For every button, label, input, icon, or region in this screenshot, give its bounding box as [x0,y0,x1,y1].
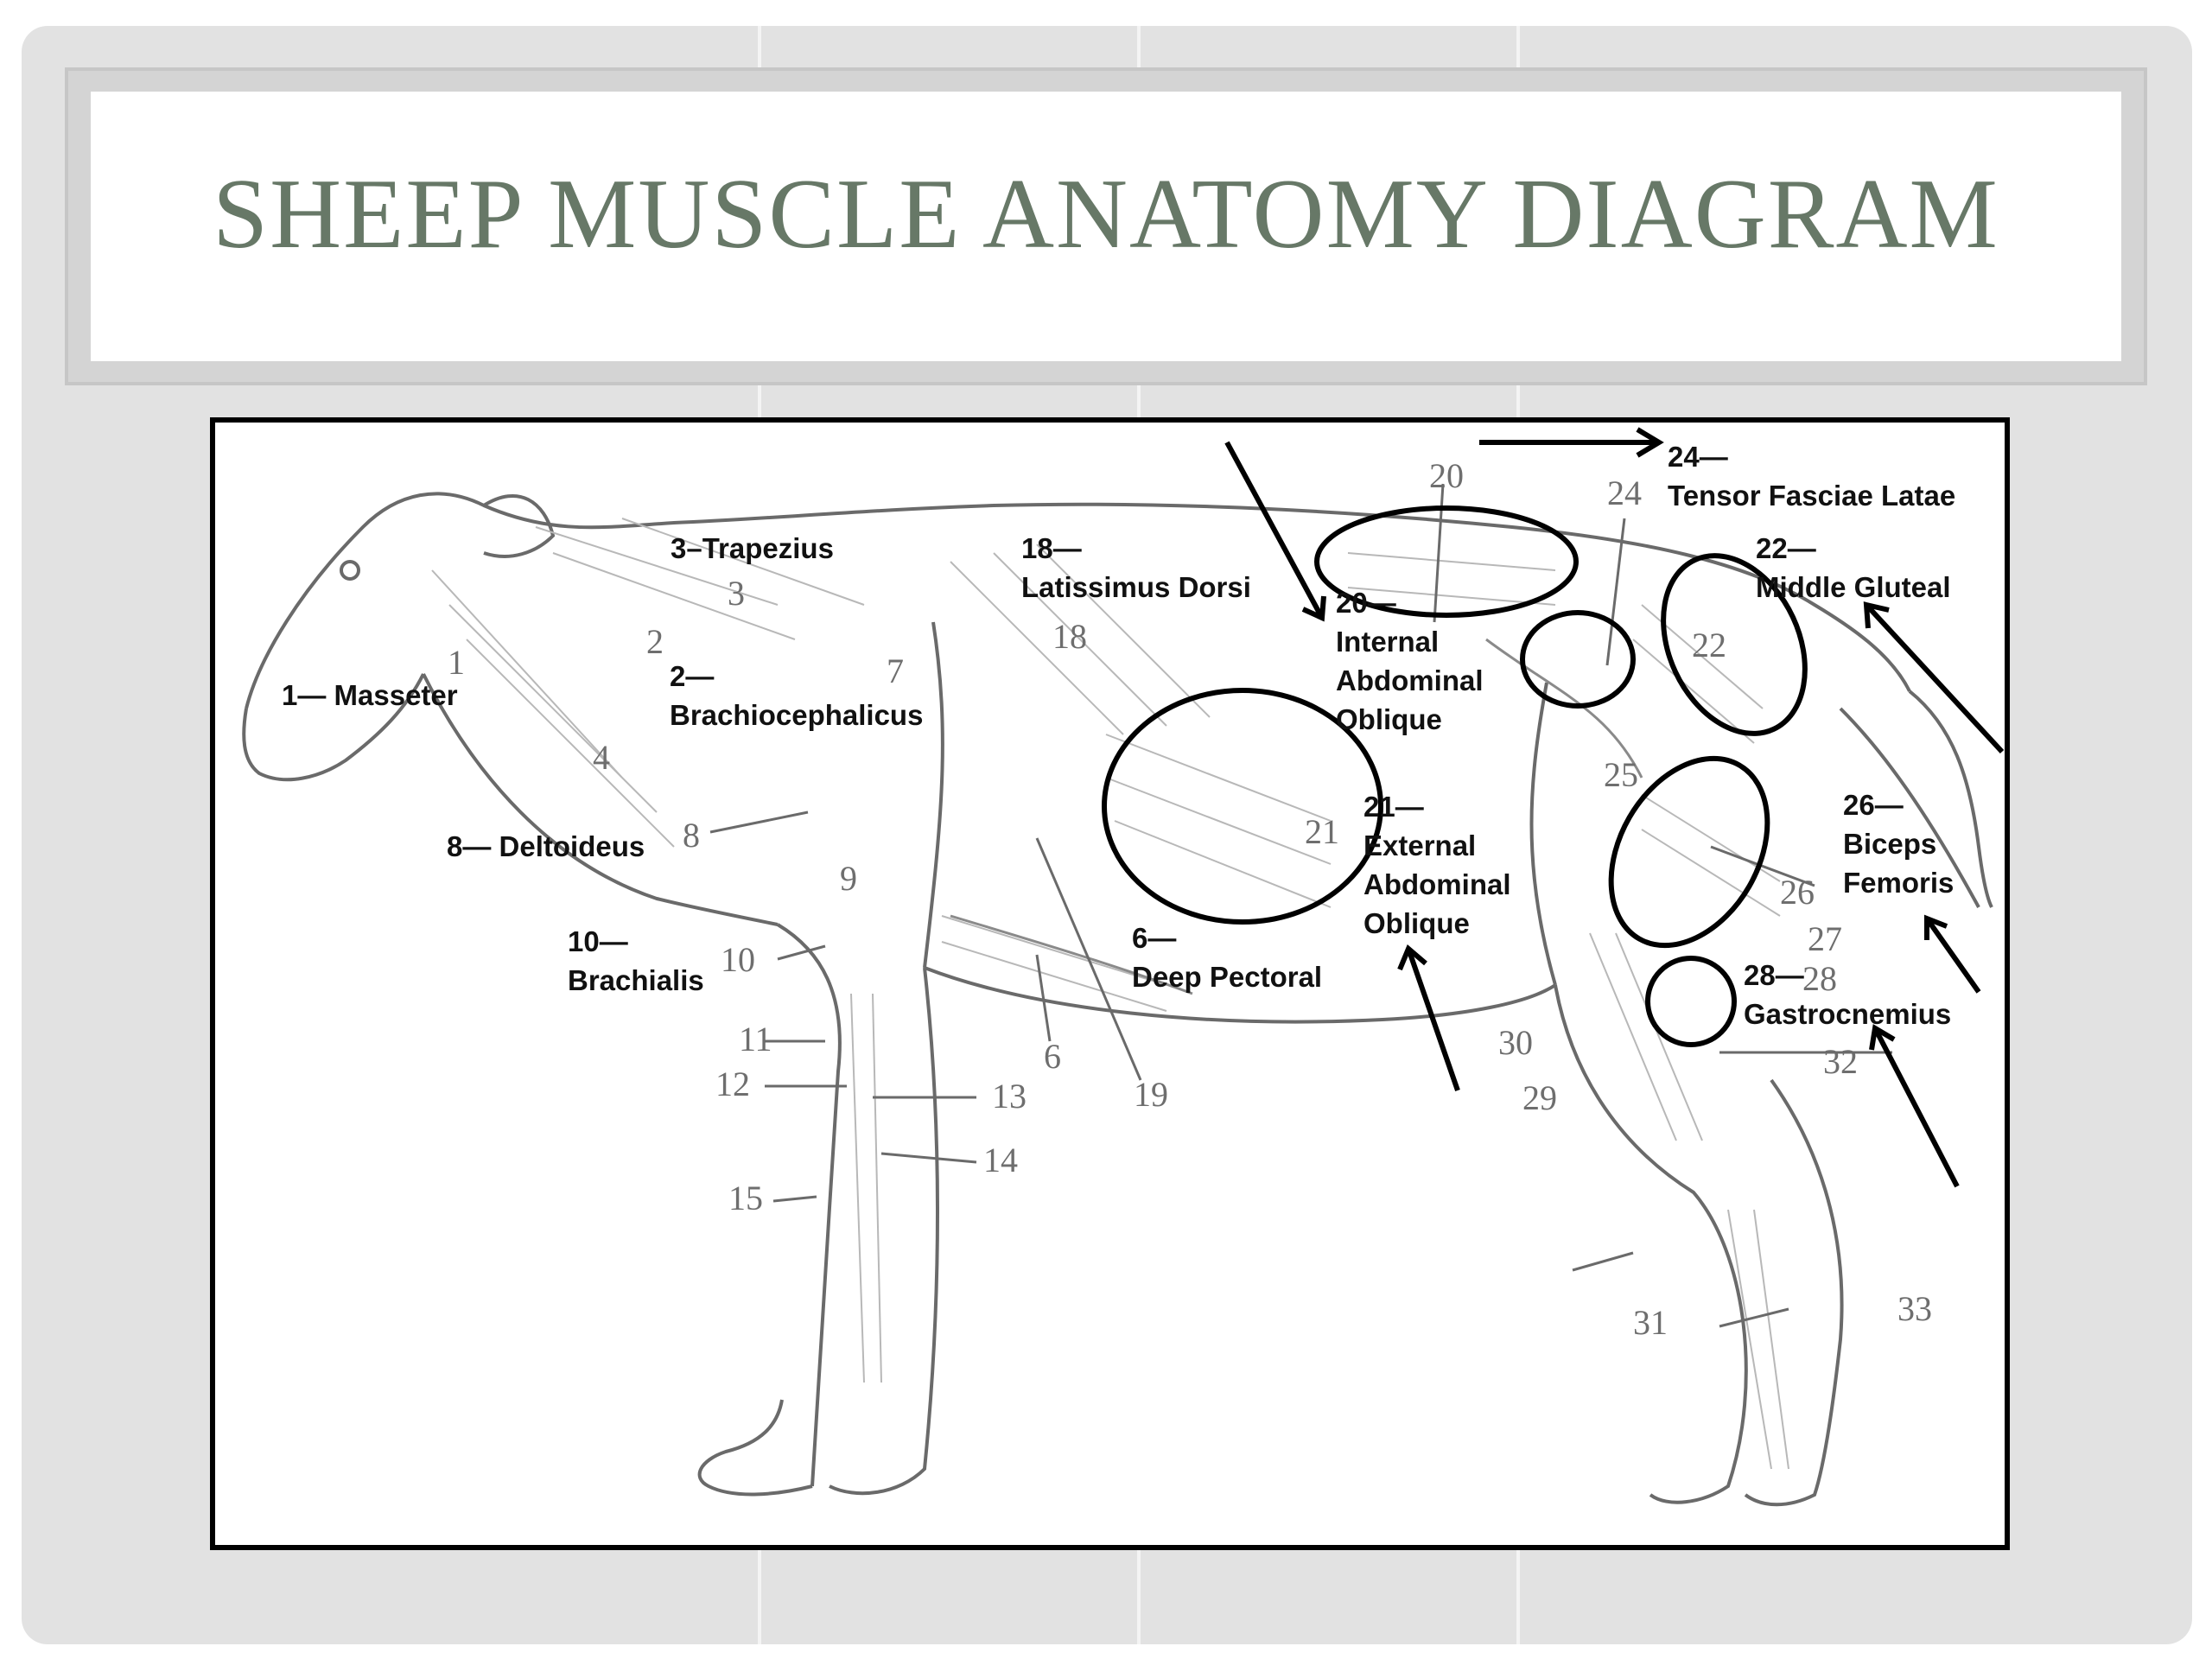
muscle-number: 18 [1052,617,1087,656]
muscle-number: 10 [721,940,755,979]
label-number: 21— [1363,791,1424,823]
muscle-number: 8 [683,816,700,855]
label-number: 18— [1021,532,1082,564]
arrow-to-internal-oblique [1224,441,1325,620]
label-name: External [1363,830,1477,861]
label-name: Deep Pectoral [1132,961,1323,993]
label-name: Abdominal [1336,664,1484,696]
label-masseter: 1— Masseter [282,679,458,711]
label-number: 10— [568,925,628,957]
title-box [91,92,2121,361]
label-number: 22— [1756,532,1816,564]
muscle-number: 6 [1044,1037,1061,1076]
muscle-number: 14 [983,1141,1018,1179]
muscle-number: 28 [1802,959,1837,998]
muscle-number: 12 [715,1065,750,1103]
slide-title: SHEEP MUSCLE ANATOMY DIAGRAM [213,159,1999,269]
label-tensor-fasciae-latae: 24— Tensor Fasciae Latae [1668,437,1955,515]
label-name: Internal [1336,626,1440,658]
muscle-number: 29 [1522,1078,1557,1117]
muscle-number: 9 [840,859,857,898]
highlight-rings [1102,505,1808,1047]
label-number: 6— [1132,922,1177,954]
leader-lines [709,483,1892,1328]
label-deep-pectoral: 6— Deep Pectoral [1132,918,1322,996]
anatomy-figure-frame [210,417,2010,1550]
muscle-number: 13 [992,1077,1027,1116]
muscle-number: 2 [646,622,664,661]
label-trapezius: 3–Trapezius [671,532,834,564]
label-name: Gastrocnemius [1744,998,1952,1030]
label-name: Abdominal [1363,868,1511,900]
ring-external-oblique [1102,688,1383,925]
label-name: Latissimus Dorsi [1021,571,1251,603]
label-number: 24— [1668,441,1728,473]
muscle-number: 11 [739,1020,772,1058]
arrow-to-gastrocnemius [1872,1027,1960,1188]
label-name: Middle Gluteal [1756,571,1951,603]
label-name: Oblique [1336,703,1442,735]
muscle-fibers [431,518,1789,1470]
muscle-number: 33 [1897,1289,1932,1328]
muscle-number: 32 [1823,1042,1858,1081]
ring-biceps-femoris [1608,755,1770,949]
label-name: Biceps [1843,828,1937,860]
label-biceps-femoris: 26— Biceps Femoris [1843,785,1954,902]
ring-gastrocnemius [1645,956,1737,1047]
muscle-number: 22 [1692,626,1726,664]
sheep-outline [242,492,1993,1507]
label-name: Oblique [1363,907,1470,939]
label-number: 2— [670,660,715,692]
arrow-to-biceps-femoris [1924,917,1981,994]
muscle-number: 25 [1604,755,1638,794]
muscle-number: 27 [1808,919,1842,958]
muscle-number-labels: 1 2 3 4 6 7 8 9 10 11 12 13 14 15 18 19 … [448,456,1932,1342]
label-middle-gluteal: 22— Middle Gluteal [1756,529,1951,607]
arrow-to-external-oblique [1406,948,1460,1091]
label-internal-abdominal-oblique: 20— Internal Abdominal Oblique [1336,583,1484,739]
arrow-to-middle-gluteal [1864,602,2005,754]
label-gastrocnemius: 28— Gastrocnemius [1744,956,1951,1033]
label-deltoideus: 8— Deltoideus [447,830,645,862]
muscle-number: 7 [887,652,904,690]
muscle-number: 20 [1429,456,1464,495]
ring-middle-gluteal [1661,553,1808,736]
annotation-arrows [1224,427,2005,1188]
label-number: 28— [1744,959,1804,991]
muscle-number: 4 [593,738,610,777]
label-name: Femoris [1843,867,1955,899]
muscle-number: 24 [1607,474,1642,512]
muscle-number: 15 [728,1179,763,1217]
muscle-number: 30 [1498,1023,1533,1062]
label-name: Brachialis [568,964,704,996]
muscle-number: 31 [1633,1303,1668,1342]
muscle-number: 1 [448,643,465,682]
label-latissimus-dorsi: 18— Latissimus Dorsi [1021,529,1251,607]
label-brachialis: 10— Brachialis [568,922,704,1000]
label-number: 20— [1336,587,1396,619]
label-external-abdominal-oblique: 21— External Abdominal Oblique [1363,787,1511,943]
ring-internal-oblique [1314,505,1579,618]
ring-tensor [1520,610,1636,709]
label-name: Brachiocephalicus [670,699,924,731]
muscle-number: 3 [728,574,745,613]
label-brachiocephalicus: 2— Brachiocephalicus [670,657,923,734]
label-number: 26— [1843,789,1904,821]
muscle-number: 19 [1134,1075,1168,1114]
label-name: Tensor Fasciae Latae [1668,480,1956,512]
muscle-number: 21 [1305,812,1339,851]
